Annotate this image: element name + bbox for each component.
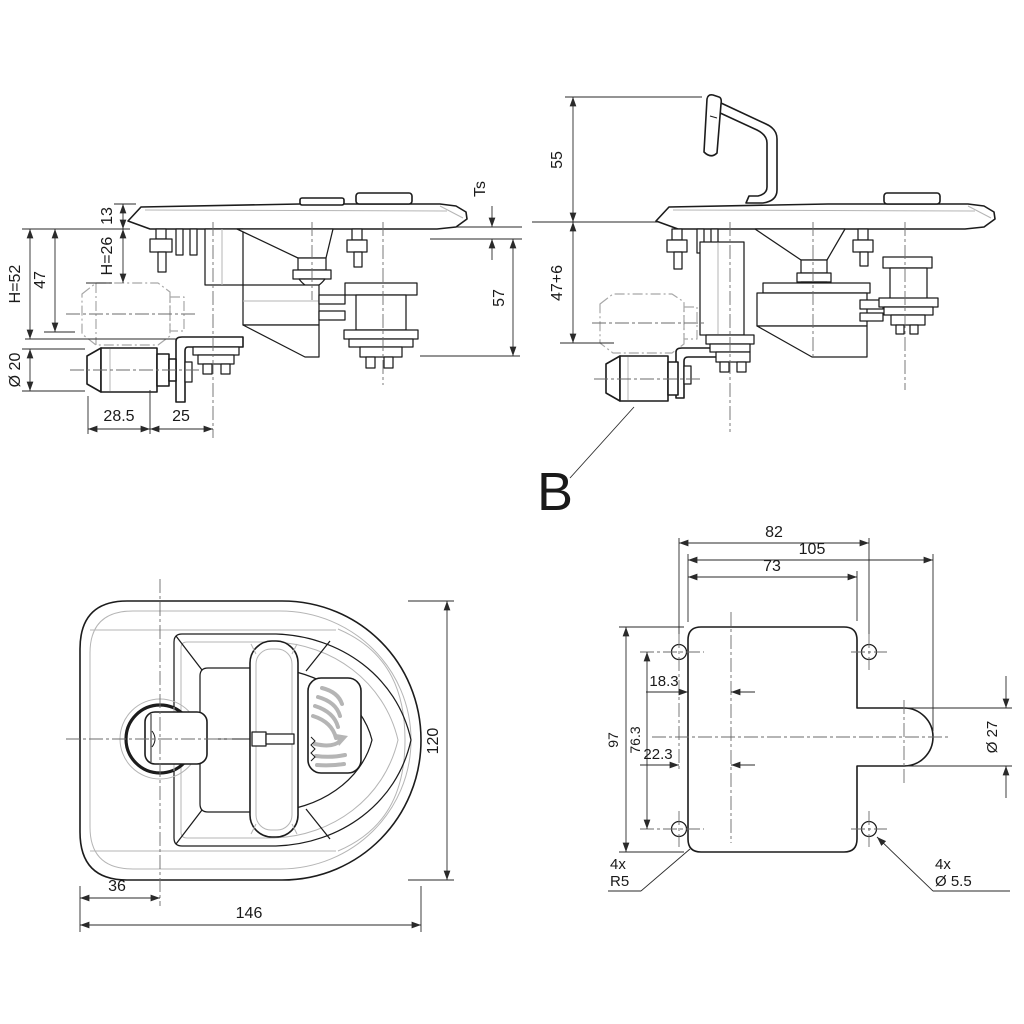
dim-82: 82 [765, 524, 783, 541]
dim-25: 25 [172, 408, 190, 425]
centerlines-flush [66, 222, 384, 438]
dimensions-cutout: 82 105 73 97 76.3 18.3 22.3 Ø 27 4x R5 4… [605, 524, 1012, 892]
dim-47-6: 47+6 [549, 265, 566, 301]
dimensions-flush: 13 H=26 H=52 47 Ø 20 28.5 25 Ts 57 [7, 181, 517, 434]
dim-55: 55 [549, 151, 566, 169]
thumb-pad-bump [355, 192, 413, 205]
centerlines-front [66, 579, 232, 906]
dim-73: 73 [763, 558, 781, 575]
spring-zigzag [310, 736, 316, 762]
dim-120: 120 [425, 728, 442, 755]
note-hole-dia: Ø 5.5 [935, 873, 972, 890]
dim-13: 13 [99, 207, 116, 225]
handle-grip [703, 94, 723, 157]
note-r5-qty: 4x [610, 856, 626, 873]
dim-22-3: 22.3 [643, 746, 672, 763]
dim-47: 47 [32, 271, 49, 289]
flush-plate-profile [127, 192, 468, 230]
dim-ts: Ts [472, 181, 489, 197]
mechanism-flush [86, 228, 419, 403]
housing-wedge [242, 324, 320, 358]
lock-cylinder-nose-raised [605, 355, 621, 402]
note-r5: R5 [610, 873, 629, 890]
dim-146: 146 [236, 905, 263, 922]
dim-dia27: Ø 27 [984, 721, 1001, 754]
mounting-holes [670, 643, 878, 838]
handle-front [249, 640, 299, 838]
rib-arrow [336, 734, 348, 746]
view-front: 120 36 146 [66, 579, 454, 932]
housing-wedge-raised [756, 325, 868, 358]
thumb-pad-bump-raised [883, 192, 941, 205]
dimensions-raised: 55 47+6 B [537, 97, 635, 522]
dim-h26: H=26 [99, 237, 116, 276]
thumb-pad-front [307, 677, 362, 774]
note-hole-qty: 4x [935, 856, 951, 873]
dim-28-5: 28.5 [103, 408, 134, 425]
dim-h52: H=52 [7, 265, 24, 304]
lock-cylinder-body-raised [619, 355, 669, 402]
phantom-cylinder-raised [599, 293, 698, 354]
cutout-outline [687, 626, 934, 853]
centerlines-cutout [640, 612, 948, 847]
centerlines-raised [592, 222, 906, 432]
dimensions-front: 120 36 146 [79, 600, 454, 932]
flush-handle-edge [299, 197, 345, 206]
dim-dia20: Ø 20 [7, 353, 24, 388]
dim-97: 97 [605, 732, 621, 748]
lock-bracket [175, 336, 244, 403]
callout-b: B [537, 462, 573, 522]
view-cutout: 82 105 73 97 76.3 18.3 22.3 Ø 27 4x R5 4… [605, 524, 1012, 892]
dim-76-3: 76.3 [627, 726, 643, 753]
view-side-flush: 13 H=26 H=52 47 Ø 20 28.5 25 Ts 57 [7, 181, 522, 438]
raised-handle [703, 94, 778, 204]
dim-36: 36 [108, 878, 126, 895]
mechanism-raised [605, 228, 939, 402]
dim-57: 57 [491, 289, 508, 307]
view-side-raised: 55 47+6 B [532, 94, 996, 522]
dim-105: 105 [799, 541, 826, 558]
handle-arm [717, 102, 778, 204]
raised-plate-profile [655, 192, 996, 230]
dim-18-3: 18.3 [649, 673, 678, 690]
key-cover [144, 711, 208, 765]
callout-leader [569, 406, 635, 479]
